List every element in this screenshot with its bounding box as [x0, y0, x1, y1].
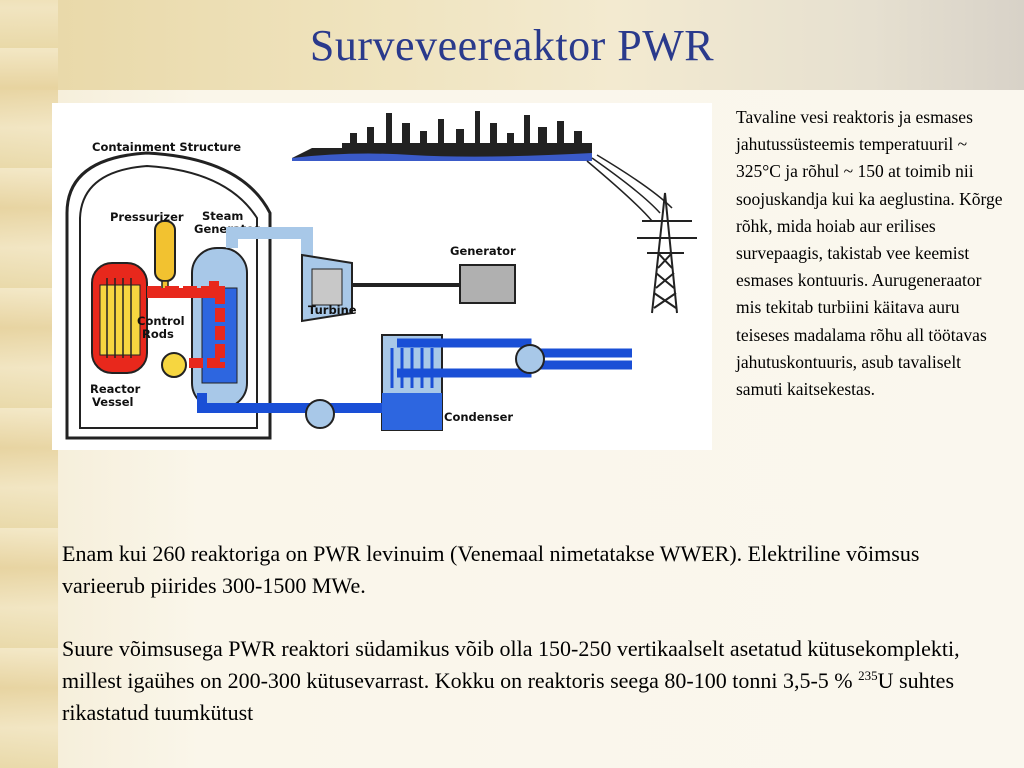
- label-turbine: Turbine: [308, 303, 357, 317]
- cold-loop-pipe: [197, 393, 382, 413]
- transmission-tower: [637, 192, 697, 314]
- label-reactor-vessel-2: Vessel: [92, 395, 134, 409]
- label-control-rods-1: Control: [137, 314, 185, 328]
- hot-loop-pipe-return: [147, 286, 225, 368]
- reactor-vessel: [91, 262, 148, 374]
- pwr-diagram: Containment Structure Pressurizer Steam …: [52, 103, 712, 450]
- pwr-diagram-svg: Containment Structure Pressurizer Steam …: [65, 111, 697, 440]
- label-pressurizer: Pressurizer: [110, 210, 184, 224]
- turbine: [301, 253, 353, 323]
- steam-line: [226, 227, 313, 263]
- decorative-left-strip: [0, 0, 58, 768]
- label-condenser: Condenser: [444, 410, 513, 424]
- paragraph-2-part-2: U suhtes rikastatud tuumkütust: [62, 668, 955, 725]
- cooling-water-pump: [515, 344, 545, 374]
- paragraph-2-part-1: Suure võimsusega PWR reaktori südamikus …: [62, 636, 960, 693]
- generator: [352, 264, 516, 304]
- side-note: Tavaline vesi reaktoris ja esmases jahut…: [736, 107, 1003, 400]
- header-band: [0, 0, 1024, 90]
- city-skyline: [292, 111, 592, 161]
- slide-title: Surveveereaktor PWR: [309, 21, 715, 70]
- label-reactor-vessel-1: Reactor: [90, 382, 141, 396]
- paragraph-gap: [62, 602, 982, 633]
- reactor-coolant-pump: [161, 352, 187, 378]
- condenser: [381, 334, 443, 431]
- label-steam-generator-1: Steam: [202, 209, 243, 223]
- paragraph-1: Enam kui 260 reaktoriga on PWR levinuim …: [62, 541, 920, 598]
- label-containment: Containment Structure: [92, 140, 241, 154]
- feedwater-pump: [305, 399, 335, 429]
- label-control-rods-2: Rods: [142, 327, 174, 341]
- isotope-superscript: 235: [858, 668, 878, 683]
- power-line: [586, 154, 673, 222]
- label-generator: Generator: [450, 244, 516, 258]
- paragraph-2: Suure võimsusega PWR reaktori südamikus …: [62, 633, 982, 729]
- body-text: Enam kui 260 reaktoriga on PWR levinuim …: [62, 538, 982, 729]
